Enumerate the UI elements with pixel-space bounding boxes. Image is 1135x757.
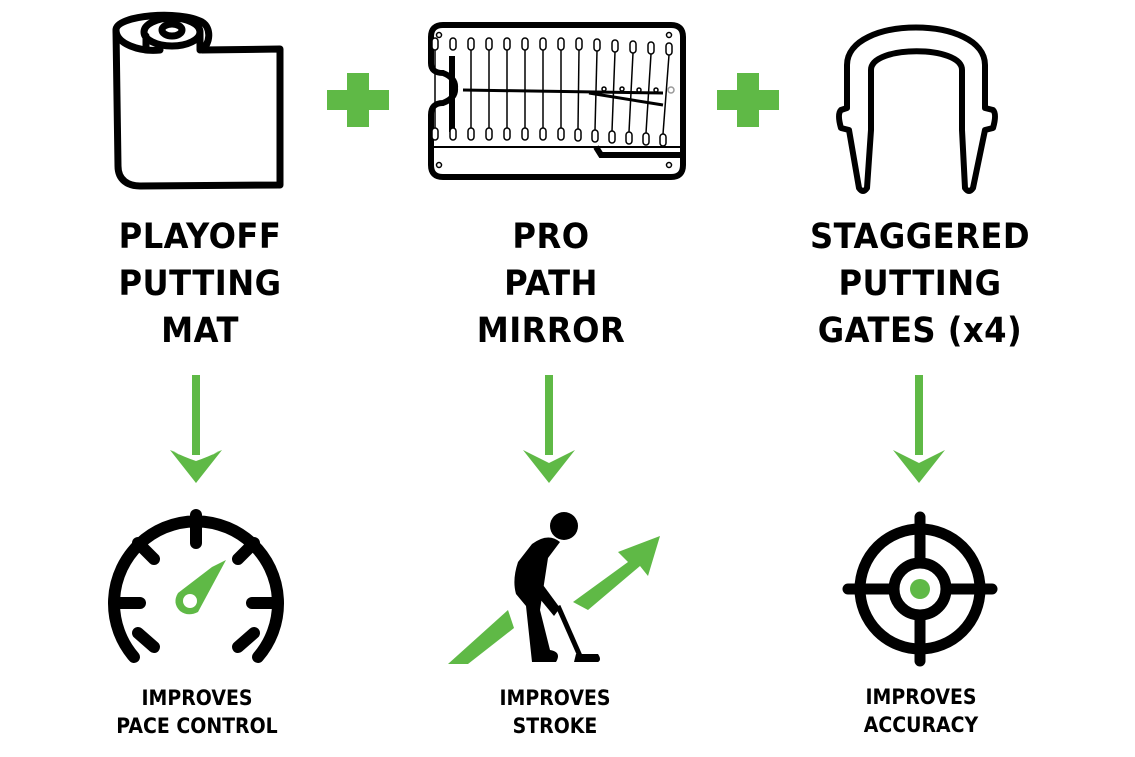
product-title-putting-gates: STAGGERED PUTTING GATES (x4) xyxy=(809,217,1031,351)
product-title-putting-mat: PLAYOFF PUTTING MAT xyxy=(118,217,282,351)
golfer-stroke-icon xyxy=(448,512,660,664)
arrow-down-icon xyxy=(523,375,575,483)
benefit-label-pace-control: IMPROVES PACE CONTROL xyxy=(116,686,278,738)
product-title-path-mirror: PRO PATH MIRROR xyxy=(476,217,626,351)
arrow-down-icon xyxy=(893,375,945,483)
rolled-mat-icon xyxy=(112,11,284,190)
benefit-label-stroke: IMPROVES STROKE xyxy=(499,686,611,738)
path-mirror-icon xyxy=(428,22,686,180)
plus-icon xyxy=(717,73,779,127)
speedometer-icon xyxy=(108,509,284,663)
putting-gate-icon xyxy=(836,24,998,194)
plus-icon xyxy=(327,73,389,127)
arrow-down-icon xyxy=(170,375,222,483)
benefit-label-accuracy: IMPROVES ACCURACY xyxy=(863,685,979,737)
target-icon xyxy=(842,511,998,667)
